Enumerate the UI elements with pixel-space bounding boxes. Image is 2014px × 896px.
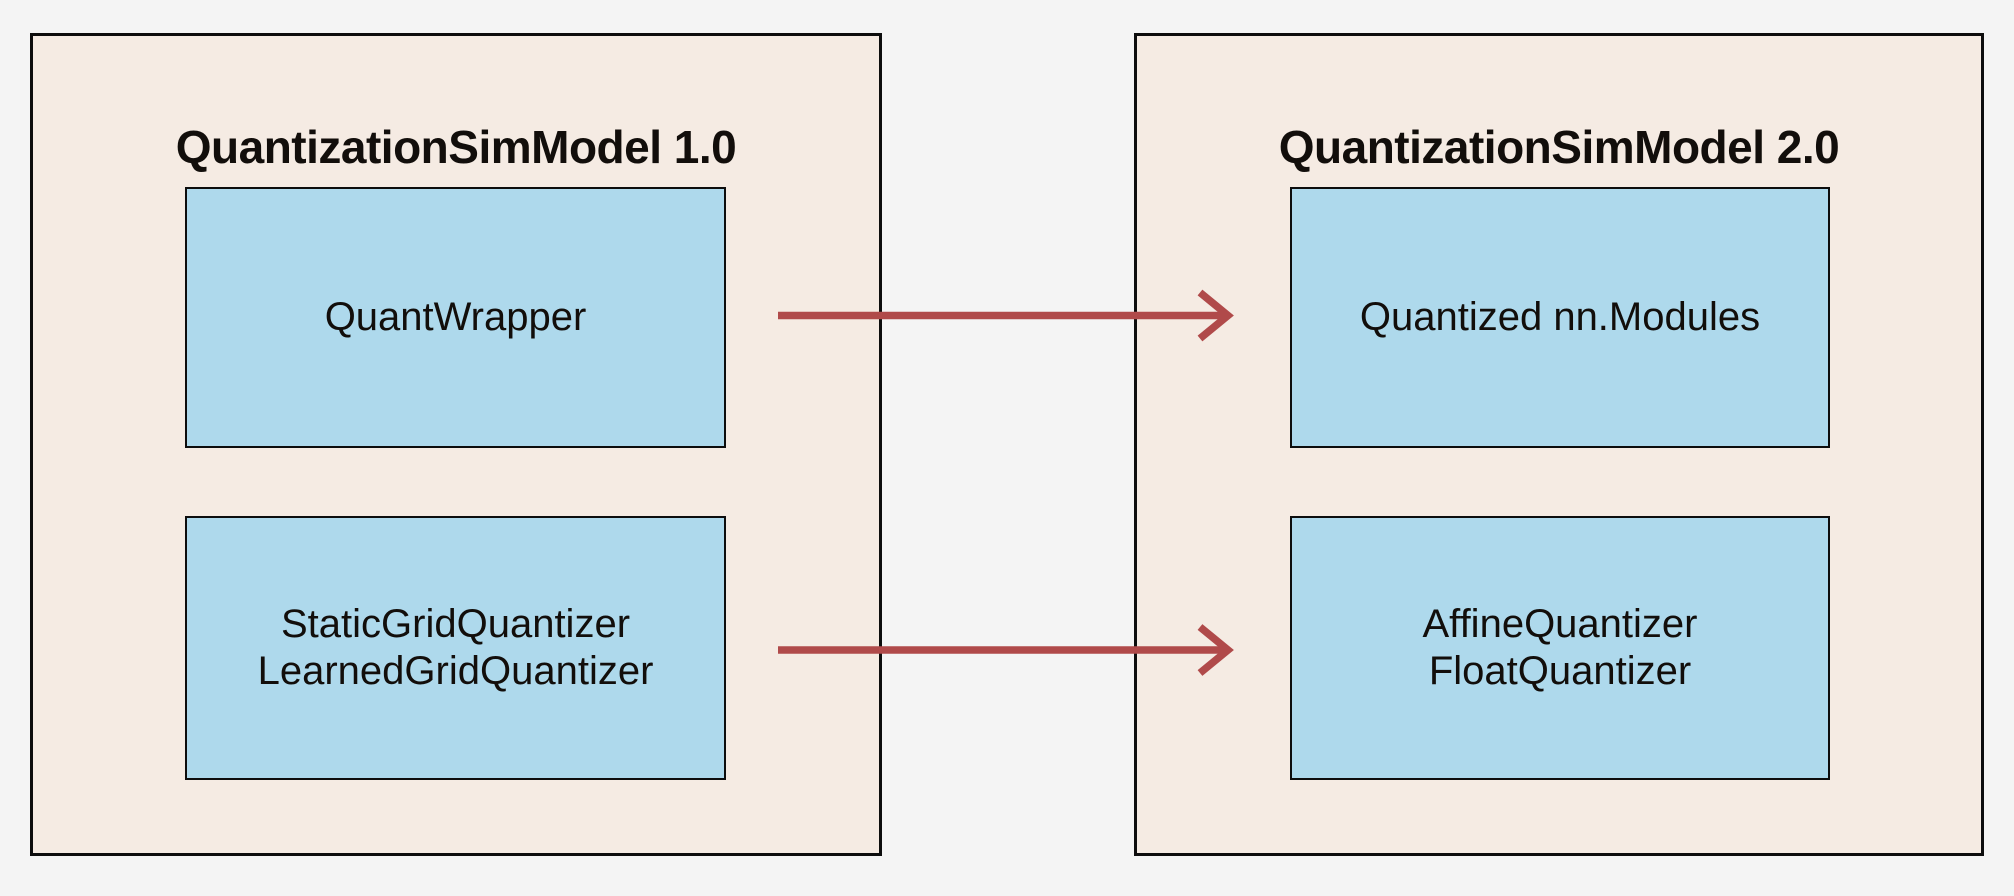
node-staticgrid-learnedgrid-quantizer: StaticGridQuantizer LearnedGridQuantizer [185, 516, 726, 780]
panel-title-qsim-2: QuantizationSimModel 2.0 [1278, 121, 1840, 173]
panel-quantizationsimmodel-1: QuantizationSimModel 1.0 QuantWrapper St… [30, 33, 882, 856]
node-quantized-nn-modules: Quantized nn.Modules [1290, 187, 1830, 448]
node-affine-float-quantizer: AffineQuantizer FloatQuantizer [1290, 516, 1830, 780]
node-quantwrapper: QuantWrapper [185, 187, 726, 448]
panel-quantizationsimmodel-2: QuantizationSimModel 2.0 Quantized nn.Mo… [1134, 33, 1984, 856]
panel-title-qsim-1: QuantizationSimModel 1.0 [175, 121, 737, 173]
